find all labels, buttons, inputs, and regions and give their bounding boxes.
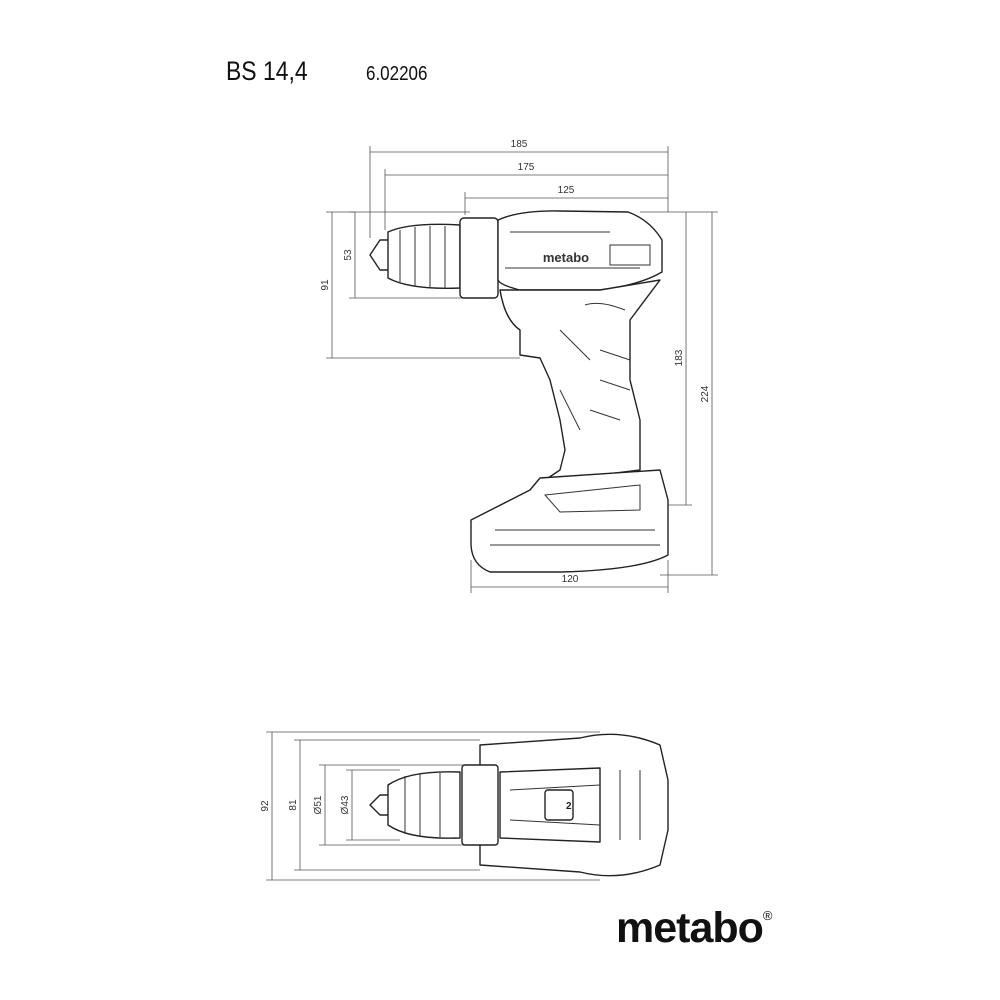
- drill-top-view: 2: [369, 733, 669, 877]
- dim-92: 92: [260, 800, 271, 812]
- dim-diameter-43: Ø43: [340, 795, 351, 814]
- metabo-logo: metabo®: [616, 904, 772, 953]
- dim-120: 120: [562, 574, 579, 585]
- gear-marking: 2: [566, 801, 572, 812]
- top-view-dimensions: 92 81 Ø51 Ø43: [260, 731, 600, 881]
- dim-91: 91: [320, 279, 331, 291]
- dim-224: 224: [700, 385, 711, 402]
- dim-diameter-51: Ø51: [313, 795, 324, 814]
- registered-mark: ®: [762, 908, 773, 923]
- drill-side-view: metabo: [369, 210, 669, 573]
- dim-185: 185: [511, 139, 528, 150]
- dim-175: 175: [518, 162, 535, 173]
- dim-53: 53: [343, 249, 354, 261]
- dim-183: 183: [674, 349, 685, 366]
- article-number: 6.02206: [366, 63, 428, 85]
- housing-brand: metabo: [543, 250, 589, 265]
- dim-81: 81: [288, 799, 299, 811]
- logo-text: metabo: [616, 904, 764, 952]
- model-title: BS 14,4: [226, 56, 308, 86]
- side-view-dimensions: 185 175 125 53 91 183 224 120: [320, 139, 718, 593]
- dim-125: 125: [558, 185, 575, 196]
